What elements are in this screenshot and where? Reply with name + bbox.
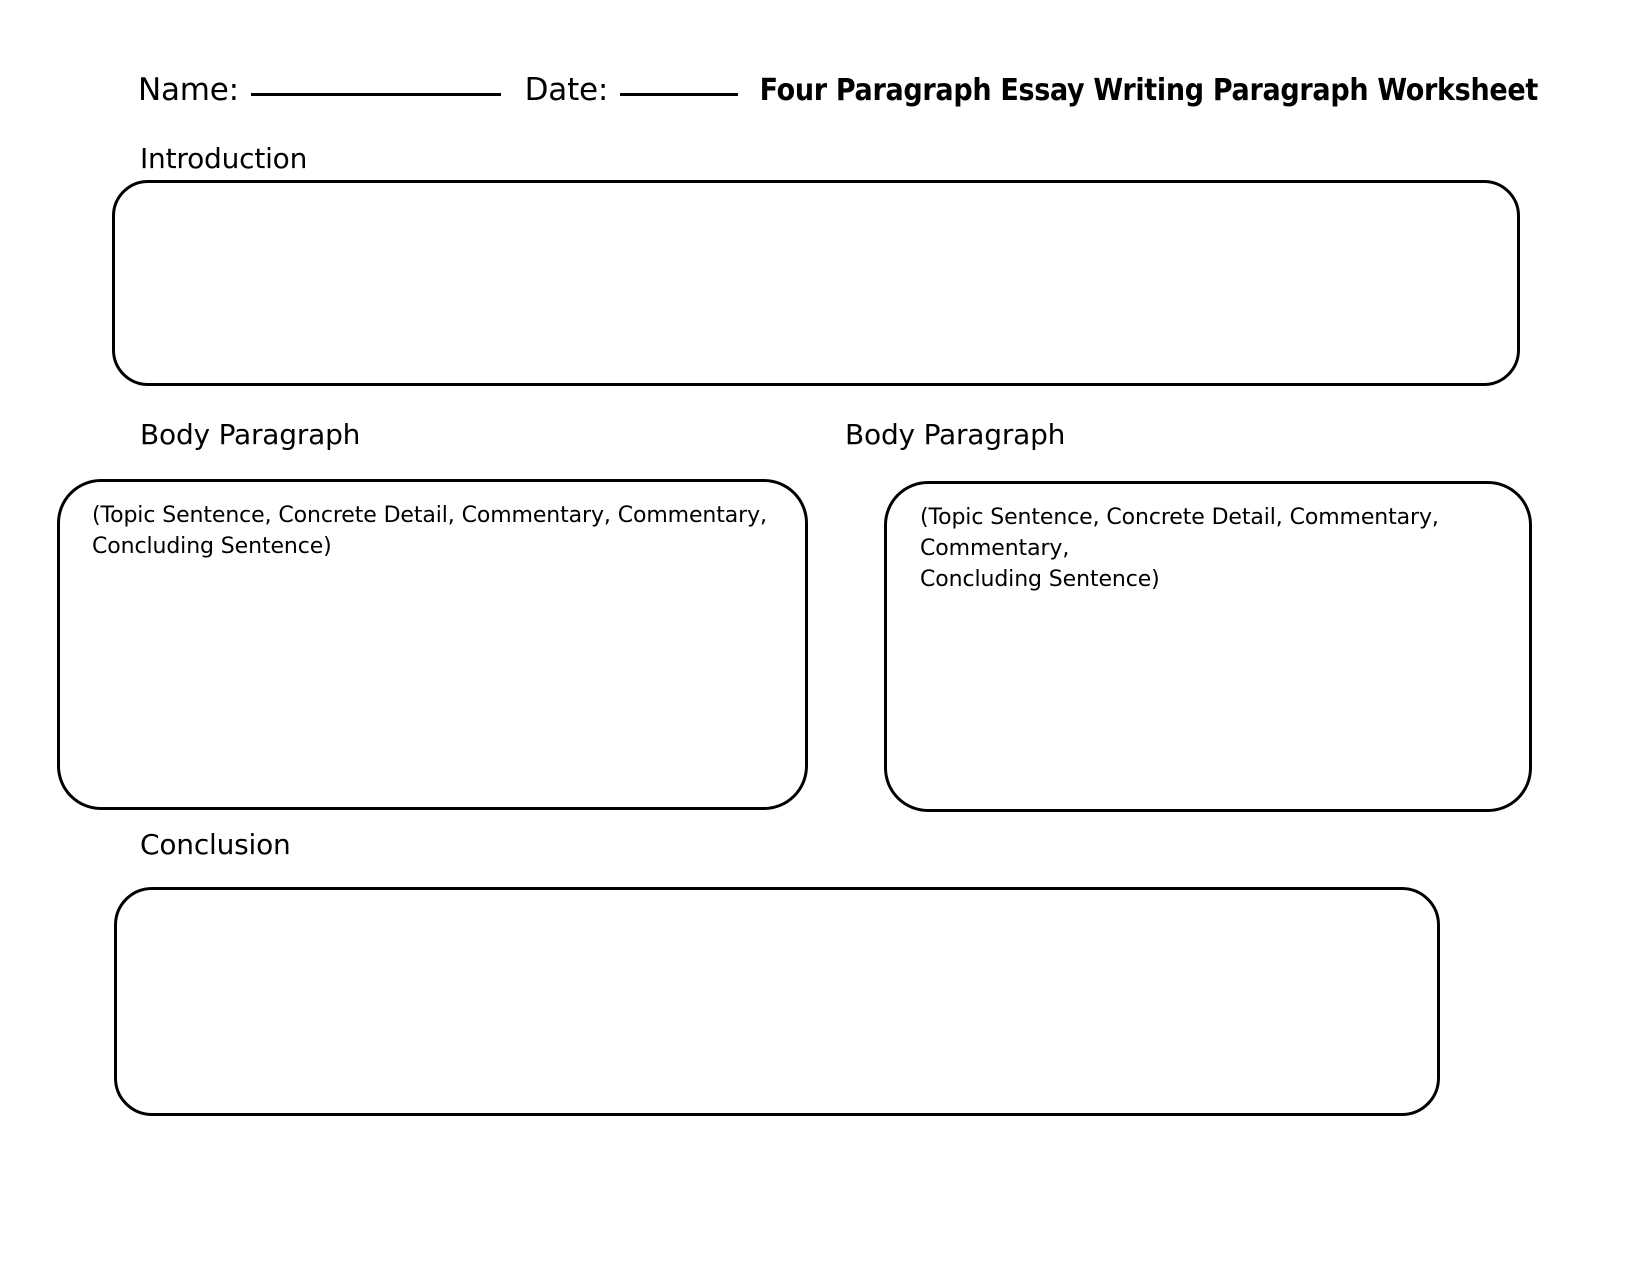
section-label-body-paragraph-right: Body Paragraph <box>845 418 1066 451</box>
name-input-line[interactable] <box>250 92 501 96</box>
instruction-line-1: (Topic Sentence, Concrete Detail, Commen… <box>920 505 1439 562</box>
page-title: Four Paragraph Essay Writing Paragraph W… <box>759 73 1539 108</box>
date-label: Date: <box>524 72 609 108</box>
body-paragraph-right-answer-box[interactable]: (Topic Sentence, Concrete Detail, Commen… <box>884 481 1532 812</box>
section-label-conclusion: Conclusion <box>140 828 291 861</box>
conclusion-answer-box[interactable] <box>114 887 1440 1116</box>
body-paragraph-left-instructions: (Topic Sentence, Concrete Detail, Commen… <box>92 500 781 562</box>
instruction-line-2: Concluding Sentence) <box>92 534 332 560</box>
introduction-answer-box[interactable] <box>112 180 1520 386</box>
section-label-introduction: Introduction <box>140 142 308 175</box>
body-paragraph-right-instructions: (Topic Sentence, Concrete Detail, Commen… <box>920 502 1505 596</box>
instruction-line-1: (Topic Sentence, Concrete Detail, Commen… <box>92 503 767 528</box>
section-label-body-paragraph-left: Body Paragraph <box>140 418 361 451</box>
name-label: Name: <box>138 72 239 108</box>
instruction-line-2: Concluding Sentence) <box>920 567 1160 593</box>
body-paragraph-left-answer-box[interactable]: (Topic Sentence, Concrete Detail, Commen… <box>57 479 808 810</box>
date-input-line[interactable] <box>620 92 738 96</box>
worksheet-header: Name: Date: Four Paragraph Essay Writing… <box>138 72 1538 118</box>
